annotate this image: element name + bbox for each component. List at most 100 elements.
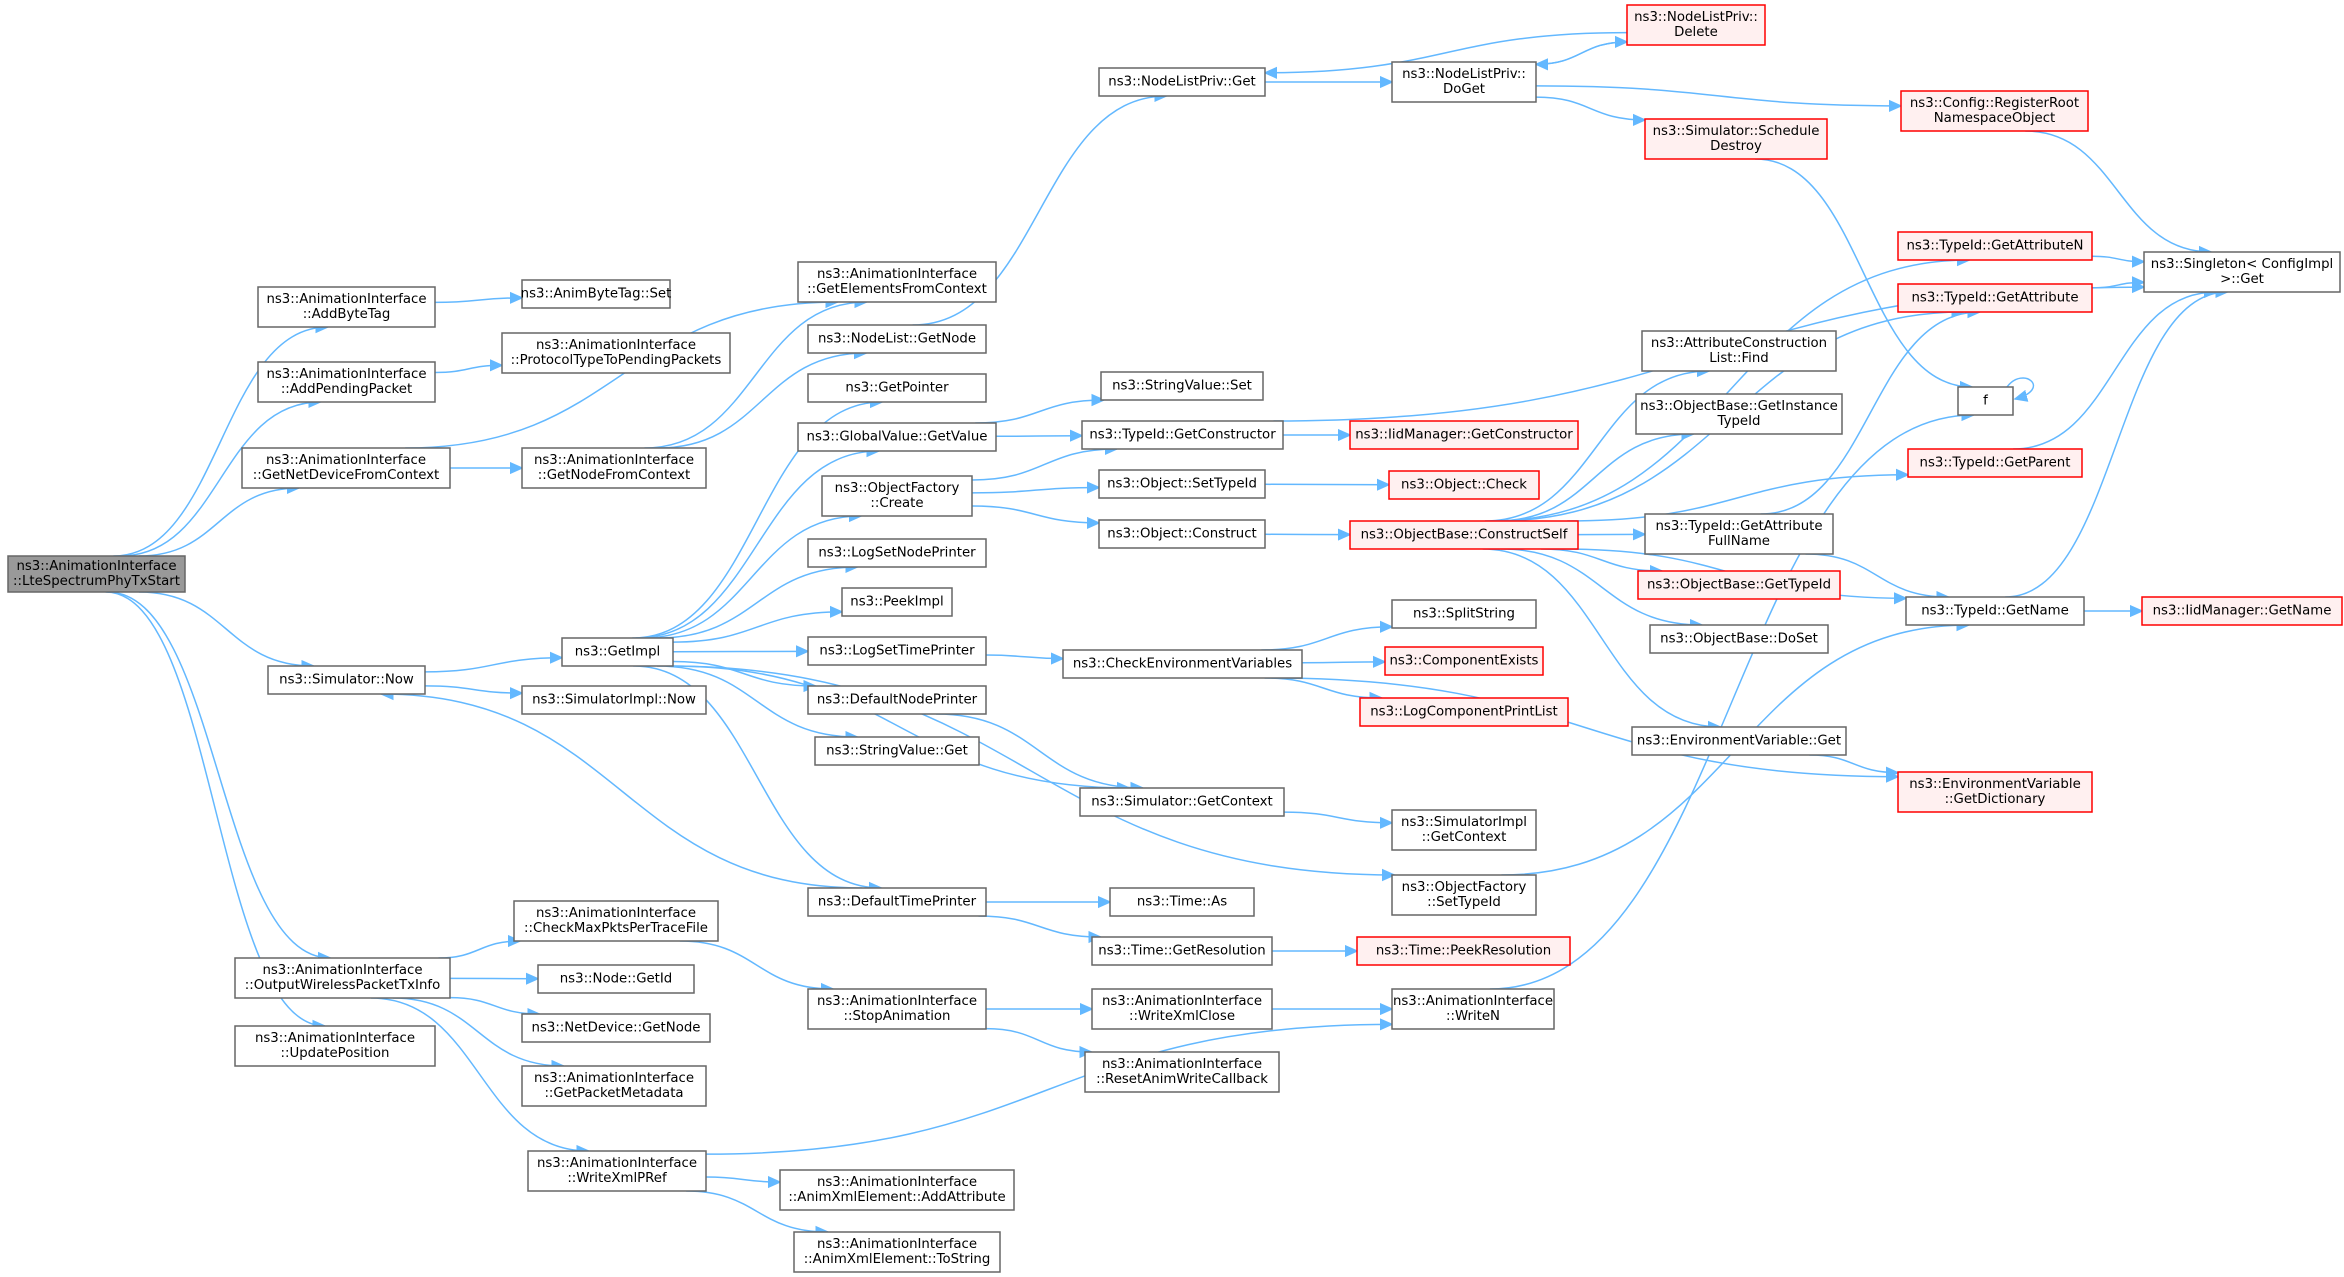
node-label: ns3::AnimationInterface [817, 267, 977, 282]
edge [657, 567, 857, 639]
graph-node[interactable]: ns3::GetPointer [807, 373, 987, 403]
graph-node[interactable]: ns3::StringValue::Get [814, 736, 980, 766]
node-box [257, 361, 436, 403]
graph-node[interactable]: ns3::AnimationInterface::GetPacketMetada… [521, 1065, 707, 1107]
node-label: ns3::SimulatorImpl::Now [532, 693, 696, 708]
graph-node[interactable]: ns3::AnimationInterface::GetNodeFromCont… [521, 447, 707, 489]
graph-node[interactable]: ns3::TypeId::GetParent [1907, 448, 2083, 478]
graph-node[interactable]: ns3::ObjectFactory::Create [821, 475, 973, 517]
graph-node[interactable]: ns3::Singleton< ConfigImpl >::Get [2143, 251, 2341, 293]
graph-node[interactable]: ns3::LogComponentPrintList [1359, 697, 1569, 727]
node-label: Delete [1674, 25, 1718, 40]
graph-node[interactable]: ns3::DefaultTimePrinter [807, 887, 987, 917]
graph-node[interactable]: ns3::GlobalValue::GetValue [797, 422, 997, 452]
graph-node[interactable]: ns3::SimulatorImpl::Now [521, 685, 707, 715]
graph-node[interactable]: ns3::ObjectBase::DoSet [1649, 624, 1829, 654]
node-label: ns3::AnimationInterface [534, 453, 694, 468]
node-label: ns3::LogComponentPrintList [1370, 705, 1558, 720]
graph-node[interactable]: ns3::EnvironmentVariable::GetDictionary [1897, 771, 2093, 813]
node-box [1391, 599, 1537, 629]
call-edge [438, 941, 520, 959]
graph-node[interactable]: ns3::AnimationInterface::WriteXmlClose [1091, 988, 1273, 1030]
call-edge [635, 451, 879, 639]
call-edge [138, 488, 299, 557]
graph-node[interactable]: ns3::NetDevice::GetNode [521, 1013, 711, 1043]
node-box [1391, 809, 1537, 851]
graph-node[interactable]: ns3::NodeListPriv::Delete [1626, 4, 1766, 46]
graph-node[interactable]: ns3::NodeListPriv::Get [1098, 67, 1266, 97]
graph-node[interactable]: ns3::StringValue::Set [1100, 371, 1264, 401]
node-label: ns3::AttributeConstruction [1651, 336, 1827, 351]
graph-node[interactable]: ns3::AnimationInterface::WriteN [1391, 988, 1555, 1030]
graph-node[interactable]: ns3::IidManager::GetName [2141, 596, 2343, 626]
graph-node[interactable]: ns3::Simulator::GetContext [1079, 787, 1285, 817]
graph-node[interactable]: ns3::ObjectBase::GetTypeId [1637, 570, 1841, 600]
call-edge [2005, 292, 2227, 598]
node-box [1062, 649, 1303, 679]
node-box [1897, 771, 2093, 813]
graph-node[interactable]: ns3::LogSetTimePrinter [807, 636, 987, 666]
graph-node[interactable]: ns3::Object::SetTypeId [1098, 469, 1266, 499]
graph-node[interactable]: ns3::AnimationInterface::WriteXmlPRef [527, 1150, 707, 1192]
graph-node[interactable]: ns3::AnimationInterface::UpdatePosition [234, 1025, 436, 1067]
graph-node[interactable]: ns3::Time::GetResolution [1091, 936, 1273, 966]
graph-node[interactable]: ns3::Object::Construct [1098, 519, 1266, 549]
graph-node[interactable]: ns3::Time::PeekResolution [1356, 936, 1571, 966]
node-label: ns3::NodeListPriv::Get [1108, 75, 1255, 90]
call-edge [1283, 811, 1392, 823]
graph-node[interactable]: ns3::ObjectFactory::SetTypeId [1391, 874, 1537, 916]
graph-node[interactable]: ns3::AnimationInterface::AddByteTag [257, 286, 436, 328]
graph-node[interactable]: ns3::NodeList::GetNode [807, 324, 987, 354]
call-edge [1482, 548, 1721, 727]
graph-node[interactable]: ns3::AnimationInterface::AddPendingPacke… [257, 361, 436, 403]
graph-node[interactable]: ns3::PeekImpl [841, 587, 953, 617]
graph-node[interactable]: ns3::SimulatorImpl::GetContext [1391, 809, 1537, 851]
graph-node[interactable]: ns3::AnimationInterface::ProtocolTypeToP… [501, 332, 731, 374]
node-box [1905, 596, 2085, 626]
graph-node[interactable]: ns3::SplitString [1391, 599, 1537, 629]
graph-node[interactable]: ns3::Node::GetId [537, 964, 695, 994]
graph-node[interactable]: ns3::NodeListPriv::DoGet [1391, 61, 1537, 103]
edge [2091, 256, 2144, 261]
graph-node[interactable]: ns3::LogSetNodePrinter [807, 538, 987, 568]
graph-node[interactable]: ns3::AnimationInterface::AnimXmlElement:… [779, 1169, 1015, 1211]
graph-node[interactable]: ns3::AnimationInterface::OutputWirelessP… [234, 957, 451, 999]
graph-node[interactable]: f [1957, 386, 2014, 416]
call-edge [686, 1190, 828, 1232]
graph-node[interactable]: ns3::Object::Check [1388, 470, 1540, 500]
node-label: ns3::Node::GetId [560, 972, 673, 987]
node-box [807, 538, 987, 568]
graph-node[interactable]: ns3::AnimationInterface::GetNetDeviceFro… [241, 447, 451, 489]
graph-node[interactable]: ns3::TypeId::GetAttributeN [1897, 231, 2093, 261]
graph-node[interactable]: ns3::AnimationInterface::LteSpectrumPhyT… [7, 555, 186, 593]
graph-node[interactable]: ns3::TypeId::GetConstructor [1081, 420, 1284, 450]
graph-node[interactable]: ns3::Simulator::Now [267, 665, 426, 695]
edge [985, 1027, 1092, 1052]
graph-node[interactable]: ns3::ObjectBase::ConstructSelf [1349, 520, 1579, 550]
graph-node[interactable]: ns3::AnimationInterface::AnimXmlElement:… [793, 1231, 1001, 1273]
node-label: ns3::EnvironmentVariable [1909, 777, 2081, 792]
graph-node[interactable]: ns3::TypeId::GetName [1905, 596, 2085, 626]
graph-node[interactable]: ns3::TypeId::GetAttribute [1897, 283, 2093, 313]
graph-node[interactable]: ns3::DefaultNodePrinter [807, 685, 987, 715]
graph-node[interactable]: ns3::GetImpl [561, 637, 674, 667]
node-label: ns3::Simulator::Schedule [1653, 124, 1820, 139]
graph-node[interactable]: ns3::EnvironmentVariable::Get [1631, 726, 1847, 756]
graph-node[interactable]: ns3::ComponentExists [1384, 646, 1544, 676]
graph-node[interactable]: ns3::AnimationInterface::CheckMaxPktsPer… [513, 900, 719, 942]
graph-node[interactable]: ns3::AnimByteTag::Set [521, 279, 672, 309]
graph-node[interactable]: ns3::AnimationInterface::StopAnimation [807, 988, 987, 1030]
graph-node[interactable]: ns3::Time::As [1109, 887, 1255, 917]
graph-node[interactable]: ns3::AnimationInterface::ResetAnimWriteC… [1084, 1051, 1280, 1093]
graph-node[interactable]: ns3::IidManager::GetConstructor [1349, 420, 1579, 450]
graph-node[interactable]: ns3::AnimationInterface::GetElementsFrom… [797, 261, 997, 303]
node-box [1356, 936, 1571, 966]
graph-node[interactable]: ns3::CheckEnvironmentVariables [1062, 649, 1303, 679]
edge [138, 488, 299, 557]
node-box [234, 1025, 436, 1067]
